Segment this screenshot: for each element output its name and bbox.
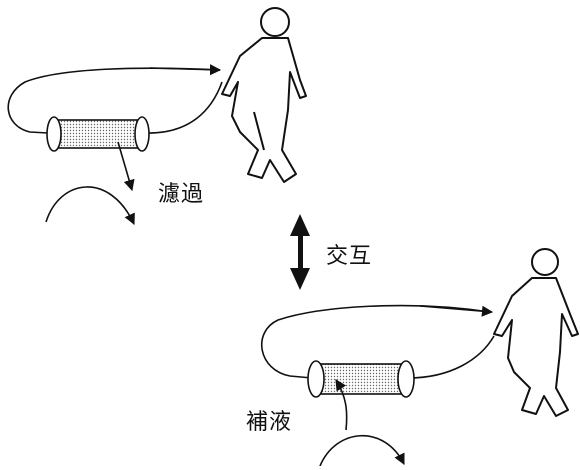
double-arrow-icon	[290, 214, 310, 290]
bottom-person-icon	[494, 249, 578, 416]
top-arc-arrow	[46, 187, 135, 226]
top-inflow-arrow	[150, 64, 222, 76]
filtrate-out-arrow	[118, 142, 135, 192]
substitution-in-arrow	[336, 379, 347, 430]
bottom-filter-cartridge-icon	[308, 361, 414, 397]
bottom-inflow-arrow	[420, 306, 494, 317]
top-filter-cartridge-icon	[47, 117, 149, 151]
alternating-label: 交互	[326, 244, 373, 269]
substitution-label: 補液	[246, 410, 293, 435]
top-circuit	[8, 64, 222, 133]
filtration-label: 濾過	[158, 182, 205, 207]
top-return-line	[146, 82, 222, 133]
bottom-return-line	[408, 336, 494, 378]
bottom-circuit	[262, 306, 494, 378]
bottom-arc-arrow	[320, 436, 404, 466]
top-person-icon	[222, 8, 306, 182]
